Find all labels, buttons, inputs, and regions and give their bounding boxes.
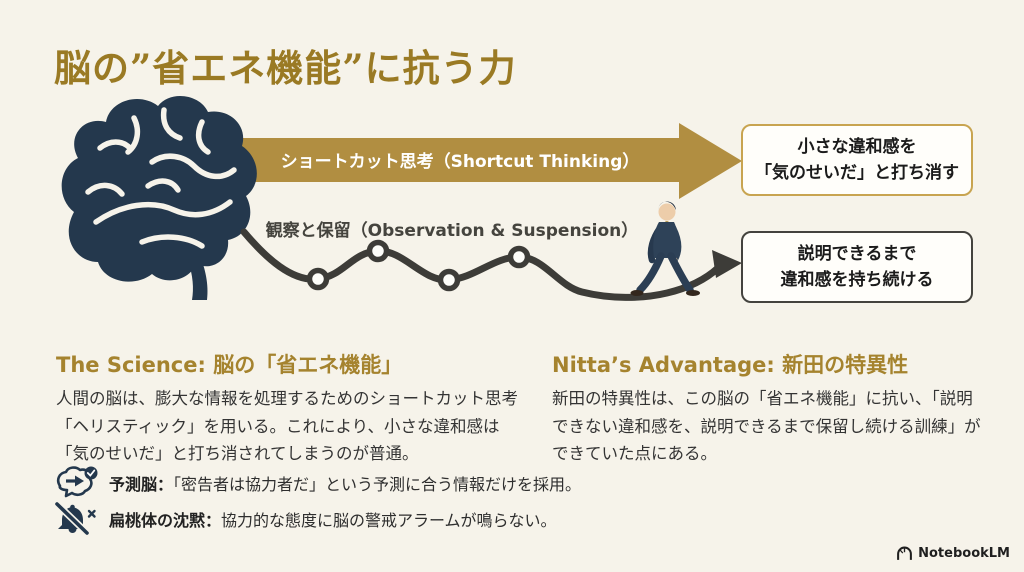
shortcut-result-box: 小さな違和感を 「気のせいだ」と打ち消す (741, 124, 973, 196)
predictive-brain-icon (56, 466, 98, 498)
bullet-label: 予測脳： (109, 475, 174, 494)
shortcut-result-line2: 「気のせいだ」と打ち消す (755, 163, 959, 183)
advantage-body-line: できていた点にある。 (552, 444, 717, 463)
shortcut-result-line1: 小さな違和感を (797, 136, 917, 157)
science-body-line: 人間の脳は、膨大な情報を処理するためのショートカット思考 (56, 389, 518, 408)
bullet-muted-amygdala: 扁桃体の沈黙：協力的な態度に脳の警戒アラームが鳴らない。 (54, 502, 557, 536)
shortcut-thinking-label: ショートカット思考（Shortcut Thinking） (280, 152, 640, 172)
science-section-body: 人間の脳は、膨大な情報を処理するためのショートカット思考 「ヘリスティック」を用… (56, 385, 518, 468)
advantage-body-line: 新田の特異性は、この脳の「省エネ機能」に抗い、「説明 (552, 389, 973, 408)
bullet-body: 協力的な態度に脳の警戒アラームが鳴らない。 (221, 511, 557, 530)
bullet-predictive-brain: 予測脳：「密告者は協力者だ」という予測に合う情報だけを採用。 (54, 466, 581, 500)
science-section-heading: The Science: 脳の「省エネ機能」 (56, 353, 403, 377)
notebooklm-logo-icon (897, 546, 913, 560)
wavy-path-icon (240, 228, 742, 301)
notebooklm-logo-text: NotebookLM (918, 546, 1010, 561)
brain-icon (61, 95, 257, 300)
bullet-text: 扁桃体の沈黙：協力的な態度に脳の警戒アラームが鳴らない。 (109, 507, 557, 531)
bullet-text: 予測脳：「密告者は協力者だ」という予測に合う情報だけを採用。 (109, 471, 581, 495)
notebooklm-watermark: NotebookLM (896, 546, 1010, 561)
advantage-section-body: 新田の特異性は、この脳の「省エネ機能」に抗い、「説明 できない違和感を、説明でき… (552, 385, 981, 468)
science-body-line: 「気のせいだ」と打ち消されてしまうのが普通。 (56, 444, 419, 463)
suspension-result-line2: 違和感を持ち続ける (780, 270, 934, 290)
muted-bell-icon (55, 502, 96, 535)
observation-suspension-label: 観察と保留（Observation & Suspension） (265, 221, 639, 241)
suspension-result-box: 説明できるまで 違和感を持ち続ける (741, 231, 973, 303)
suspension-result-line1: 説明できるまで (797, 243, 917, 264)
science-body-line: 「ヘリスティック」を用いる。これにより、小さな違和感は (56, 416, 500, 436)
advantage-body-line: できない違和感を、説明できるまで保留し続ける訓練」が (552, 416, 981, 436)
bullet-label: 扁桃体の沈黙： (109, 511, 222, 530)
bullet-body: 「密告者は協力者だ」という予測に合う情報だけを採用。 (173, 475, 582, 494)
advantage-section-heading: Nitta’s Advantage: 新田の特異性 (552, 353, 909, 377)
page-title: 脳の”省エネ機能”に抗う力 (54, 46, 517, 90)
